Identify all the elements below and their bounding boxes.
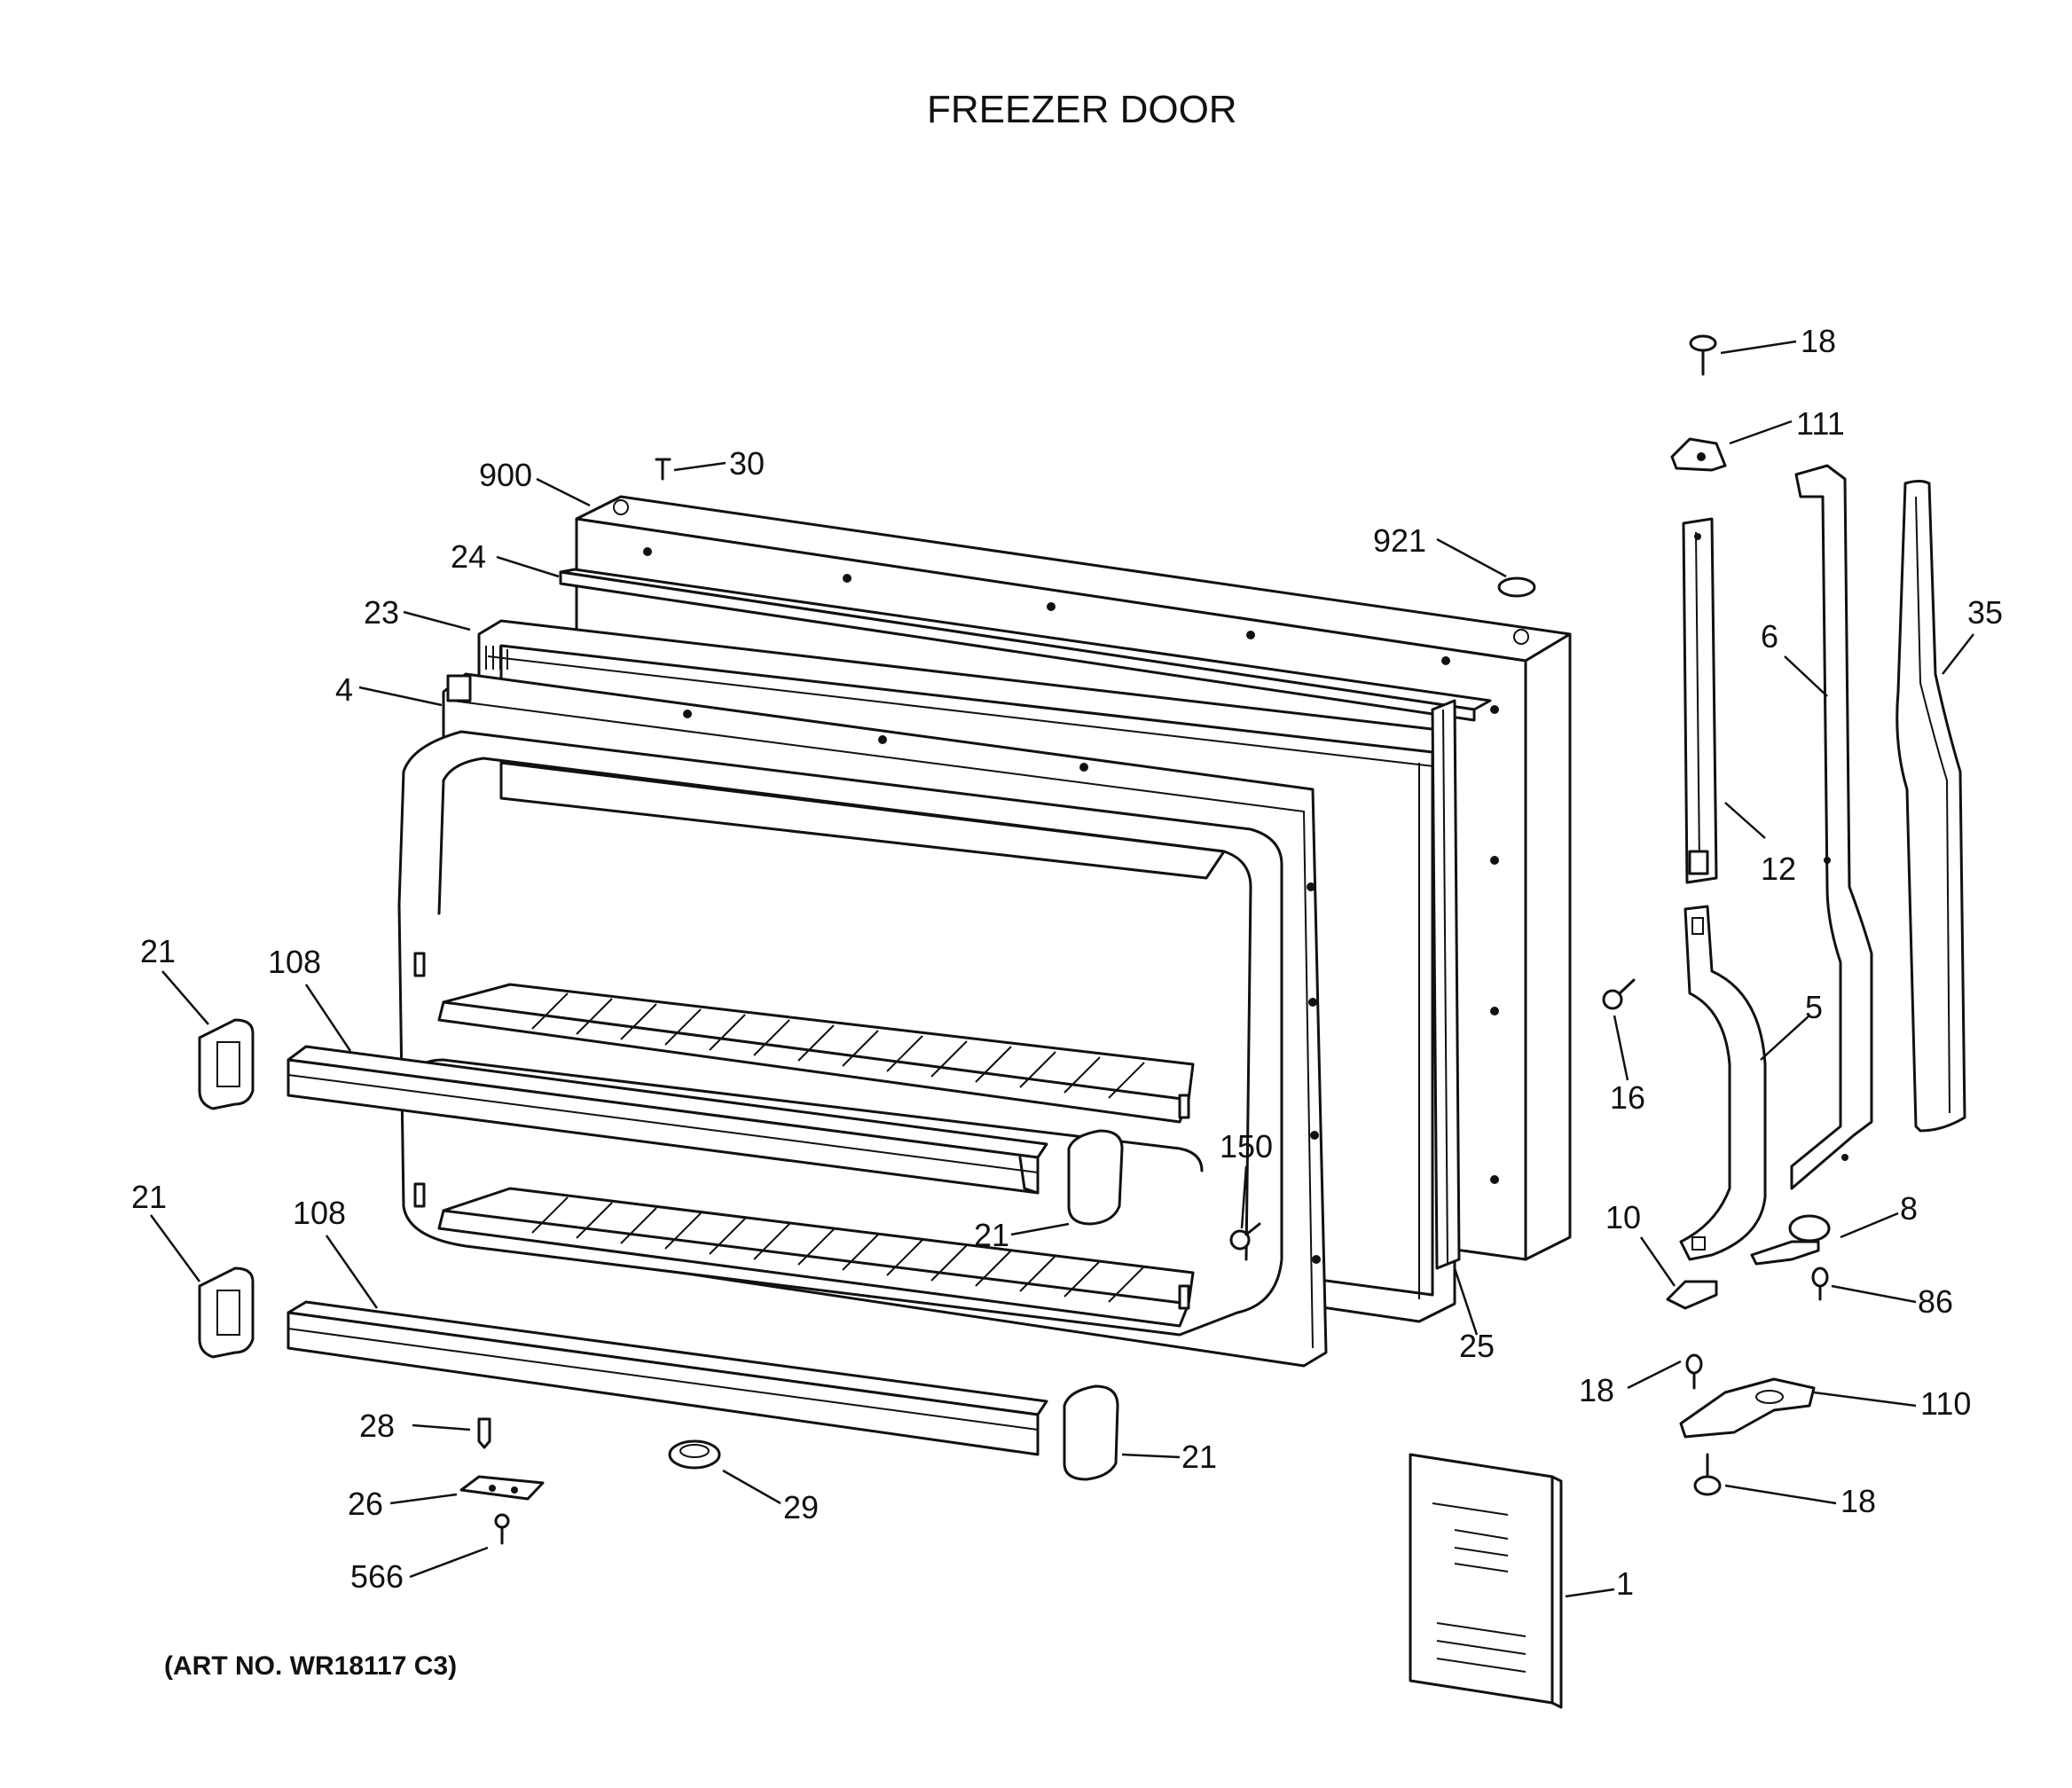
breaker-strip: [559, 568, 1492, 722]
rail-end-cap-lower-right: [1063, 1384, 1119, 1481]
callout-18-bottom: 18: [1840, 1483, 1876, 1519]
callout-900: 900: [479, 457, 532, 493]
lower-shelf-rail: [286, 1300, 1048, 1456]
callout-30: 30: [729, 445, 765, 482]
rail-end-cap-upper-right: [1067, 1129, 1124, 1226]
callout-24: 24: [451, 538, 486, 575]
door-liner: [397, 730, 1283, 1337]
callout-21-lower-right: 21: [1181, 1439, 1217, 1475]
callout-10: 10: [1605, 1199, 1641, 1235]
callout-566: 566: [350, 1558, 404, 1595]
callout-16: 16: [1610, 1079, 1645, 1116]
callout-108-upper: 108: [268, 944, 321, 980]
callout-108-lower: 108: [293, 1195, 346, 1231]
screw-16: [1602, 978, 1636, 1010]
bracket-6: [1790, 464, 1873, 1190]
diagram-title: FREEZER DOOR: [927, 88, 1237, 131]
screw-18-bottom: [1693, 1453, 1722, 1496]
leader-lines: [149, 340, 1974, 1598]
callout-18-top: 18: [1801, 323, 1836, 359]
callout-1: 1: [1616, 1565, 1634, 1602]
callout-21-upper-right: 21: [974, 1217, 1009, 1253]
callout-4: 4: [335, 671, 353, 708]
callout-25: 25: [1459, 1328, 1495, 1364]
screw-30: [655, 458, 671, 481]
stop-10: [1666, 1280, 1718, 1310]
callout-110: 110: [1920, 1385, 1971, 1422]
callout-12: 12: [1761, 851, 1796, 887]
callout-8: 8: [1900, 1190, 1918, 1227]
plug-29: [668, 1439, 721, 1470]
upper-shelf-rail: [286, 1045, 1048, 1195]
callout-26: 26: [348, 1486, 383, 1522]
callout-21-lower-left: 21: [131, 1179, 167, 1215]
callout-29: 29: [783, 1489, 819, 1525]
owner-manual-booklet: [1409, 1453, 1563, 1709]
callout-150: 150: [1220, 1128, 1273, 1165]
handle-5: [1679, 905, 1767, 1261]
callout-18-middle: 18: [1579, 1372, 1614, 1408]
callout-86: 86: [1918, 1283, 1953, 1320]
handle-trim-35: [1895, 480, 1966, 1133]
bracket-26: [459, 1475, 545, 1501]
screw-28: [477, 1417, 491, 1449]
rail-end-cap-lower-left: [198, 1266, 255, 1359]
callout-labels: 18 111 30 900 921 24 23 4 35 6 12 21 108…: [131, 323, 2003, 1602]
callout-35: 35: [1967, 594, 2003, 631]
hinge-111: [1670, 437, 1727, 472]
art-number: (ART NO. WR18117 C3): [164, 1651, 457, 1681]
screw-18-top: [1689, 334, 1717, 376]
bushing-8: [1750, 1214, 1831, 1266]
callout-6: 6: [1761, 618, 1778, 655]
plug-921: [1497, 576, 1536, 598]
handle-mount-12: [1682, 517, 1718, 884]
gasket-strip: [1431, 699, 1461, 1270]
callout-21-upper-left: 21: [140, 933, 176, 969]
screw-566: [494, 1513, 510, 1545]
screw-150: [1229, 1222, 1261, 1251]
callout-23: 23: [364, 594, 399, 631]
callout-921: 921: [1373, 522, 1426, 559]
hinge-110: [1679, 1377, 1816, 1439]
screw-86: [1811, 1266, 1829, 1301]
callout-5: 5: [1805, 989, 1823, 1025]
screw-18-middle: [1685, 1353, 1703, 1390]
callout-28: 28: [359, 1408, 395, 1444]
callout-111: 111: [1796, 405, 1845, 442]
rail-end-cap-upper-left: [198, 1018, 255, 1110]
